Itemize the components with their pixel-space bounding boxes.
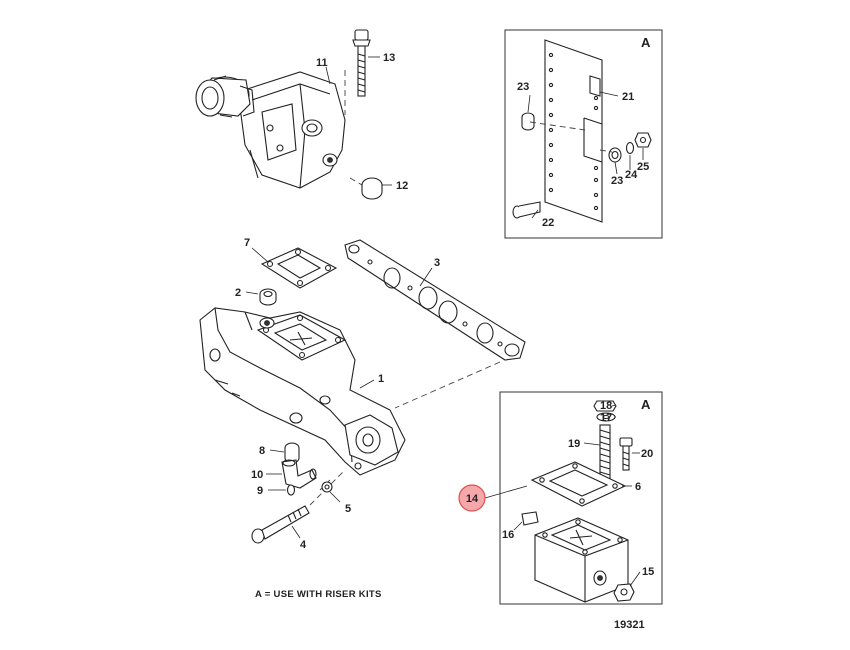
- callout-14: 14: [466, 493, 479, 505]
- gasket-6: [530, 461, 627, 507]
- plug-15: [613, 583, 635, 602]
- riser-kit-note: A = USE WITH RISER KITS: [255, 589, 382, 600]
- washer-24: [625, 141, 635, 155]
- callout-24: 24: [625, 169, 638, 181]
- spacer-23-left: [521, 112, 535, 131]
- riser-block: [534, 517, 629, 603]
- plug-16: [521, 511, 539, 526]
- callout-21: 21: [622, 91, 634, 103]
- callout-22: 22: [542, 217, 554, 229]
- callout-13: 13: [383, 52, 395, 64]
- exhaust-manifold-1: [199, 307, 406, 476]
- callout-18: 18: [600, 400, 612, 412]
- callout-9: 9: [257, 485, 263, 497]
- inset-frame-top: [504, 29, 663, 239]
- nut-25: [634, 132, 652, 148]
- gasket-3: [344, 239, 526, 361]
- bolt-4: [251, 505, 310, 544]
- plug-2: [259, 288, 277, 306]
- bolt-13: [352, 29, 371, 97]
- elbow-fitting-10: [281, 459, 317, 489]
- callout-3: 3: [434, 257, 440, 269]
- callout-17: 17: [600, 412, 612, 424]
- callout-20: 20: [641, 448, 653, 460]
- plug-9: [286, 484, 296, 496]
- callout-23-bottom: 23: [611, 175, 623, 187]
- fitting-8: [284, 442, 300, 464]
- callout-4: 4: [300, 539, 307, 551]
- callout-11: 11: [316, 57, 328, 69]
- riser-plate-21: [544, 39, 603, 223]
- callout-12: 12: [396, 180, 408, 192]
- callout-19: 19: [568, 438, 580, 450]
- bolt-20: [619, 437, 633, 471]
- nut-18: [593, 400, 617, 412]
- callout-10: 10: [251, 469, 263, 481]
- callout-6: 6: [635, 481, 641, 493]
- figure-number: 19321: [614, 619, 645, 631]
- callout-7: 7: [244, 237, 250, 249]
- callout-14-highlight[interactable]: 14: [458, 484, 486, 512]
- callout-5: 5: [345, 503, 351, 515]
- exhaust-elbow-assembly: [195, 70, 363, 189]
- callout-14-circle: [458, 484, 486, 512]
- bolt-22: [512, 201, 541, 219]
- callout-23-top: 23: [517, 81, 529, 93]
- washer-5: [321, 481, 333, 493]
- callout-25: 25: [637, 161, 649, 173]
- callout-2: 2: [235, 287, 241, 299]
- leader-lines: [245, 56, 644, 587]
- inset-frame-bottom: [499, 391, 663, 605]
- plug-12: [361, 177, 383, 200]
- gasket-7: [260, 247, 338, 289]
- callout-15: 15: [642, 566, 654, 578]
- callout-1: 1: [378, 373, 384, 385]
- callout-8: 8: [259, 445, 265, 457]
- callout-16: 16: [502, 529, 514, 541]
- inset-letter-top: A: [641, 35, 651, 50]
- inset-letter-bottom: A: [641, 397, 651, 412]
- spacer-23-right: [608, 147, 622, 163]
